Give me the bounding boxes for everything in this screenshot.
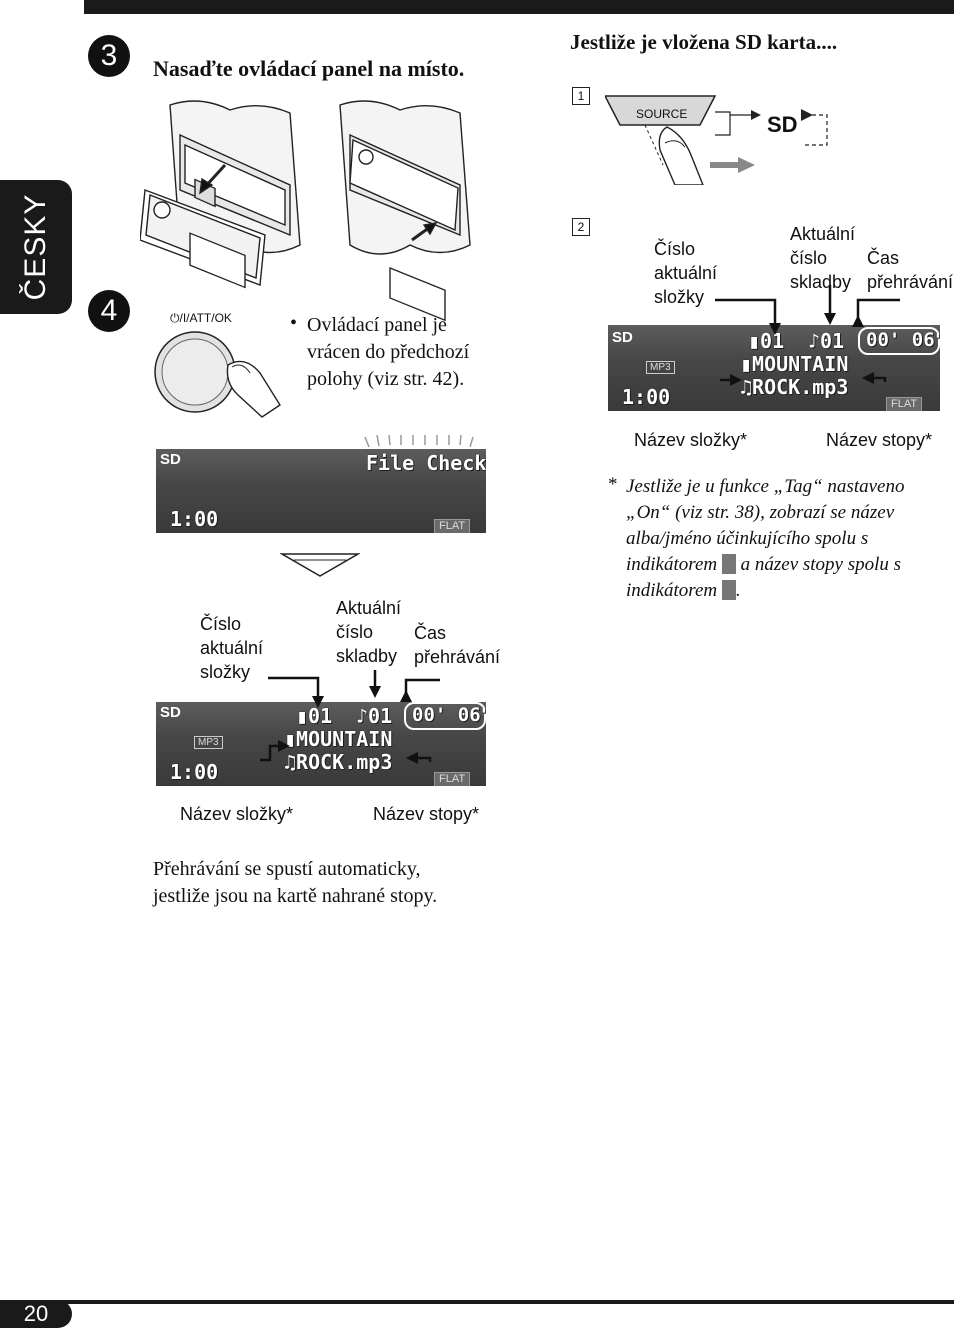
- track-name-label-left: Název stopy*: [373, 804, 480, 824]
- step-4-bullet: •: [290, 312, 298, 334]
- source-button-illustration: [605, 95, 828, 185]
- footnote-text: Jestliže je u funkce „Tag“ nastaveno „On…: [626, 476, 905, 601]
- att-button-label: ⏻/I/ATT/OK: [170, 311, 232, 325]
- folder-number-label: Číslo aktuální složky: [654, 239, 718, 307]
- note-indicator-icon: [721, 580, 736, 600]
- footer-bar: [0, 1300, 954, 1304]
- sd-mode-label: SD: [767, 112, 798, 137]
- sd-heading: Jestliže je vložena SD karta....: [570, 30, 838, 54]
- substep-1: 1: [572, 87, 590, 105]
- substep-2: 2: [572, 218, 590, 236]
- display-playback-left: SD MP3 1:00 ▮01 ♪01 00' 06" ▮MOUNTAIN ♫R…: [156, 702, 486, 786]
- play-time-label-left: Čas přehrávání: [414, 623, 501, 667]
- play-time-label: Čas přehrávání: [867, 248, 954, 292]
- folder-number-label-left: Číslo aktuální složky: [200, 614, 264, 682]
- step-4-text: Ovládací panel je vrácen do předchozí po…: [307, 314, 470, 390]
- footnote-star: *: [608, 474, 618, 495]
- track-number-label-left: Aktuální číslo skladby: [336, 598, 402, 666]
- top-bar: [84, 0, 954, 14]
- source-button-label: SOURCE: [636, 107, 688, 121]
- autoplay-note: Přehrávání se spustí automaticky, jestli…: [153, 858, 438, 907]
- callout-arrows-right: [715, 285, 900, 386]
- file-check-flash-rays: [364, 434, 474, 448]
- step-3-title: Nasaďte ovládací panel na místo.: [153, 56, 465, 81]
- faceplate-attach-illustration: [140, 100, 471, 322]
- language-tab: ČESKY: [0, 180, 72, 314]
- att-button-press-illustration: [154, 331, 281, 418]
- transition-arrow-icon: [280, 553, 360, 577]
- folder-name-label-left: Název složky*: [180, 804, 294, 824]
- track-name-label-right: Název stopy*: [826, 430, 933, 450]
- step-4-number: 4: [88, 290, 130, 332]
- track-number-label: Aktuální číslo skladby: [790, 224, 856, 292]
- step-3-number: 3: [88, 35, 130, 77]
- callout-arrows-left: [260, 670, 440, 764]
- display-playback-right: SD MP3 1:00 ▮01 ♪01 00' 06" ▮MOUNTAIN ♫R…: [608, 325, 940, 411]
- folder-indicator-icon: [721, 554, 736, 574]
- page-number: 20: [0, 1300, 72, 1328]
- folder-name-label-right: Název složky*: [634, 430, 748, 450]
- display-file-check: SD 1:00 File Check FLAT: [156, 449, 486, 533]
